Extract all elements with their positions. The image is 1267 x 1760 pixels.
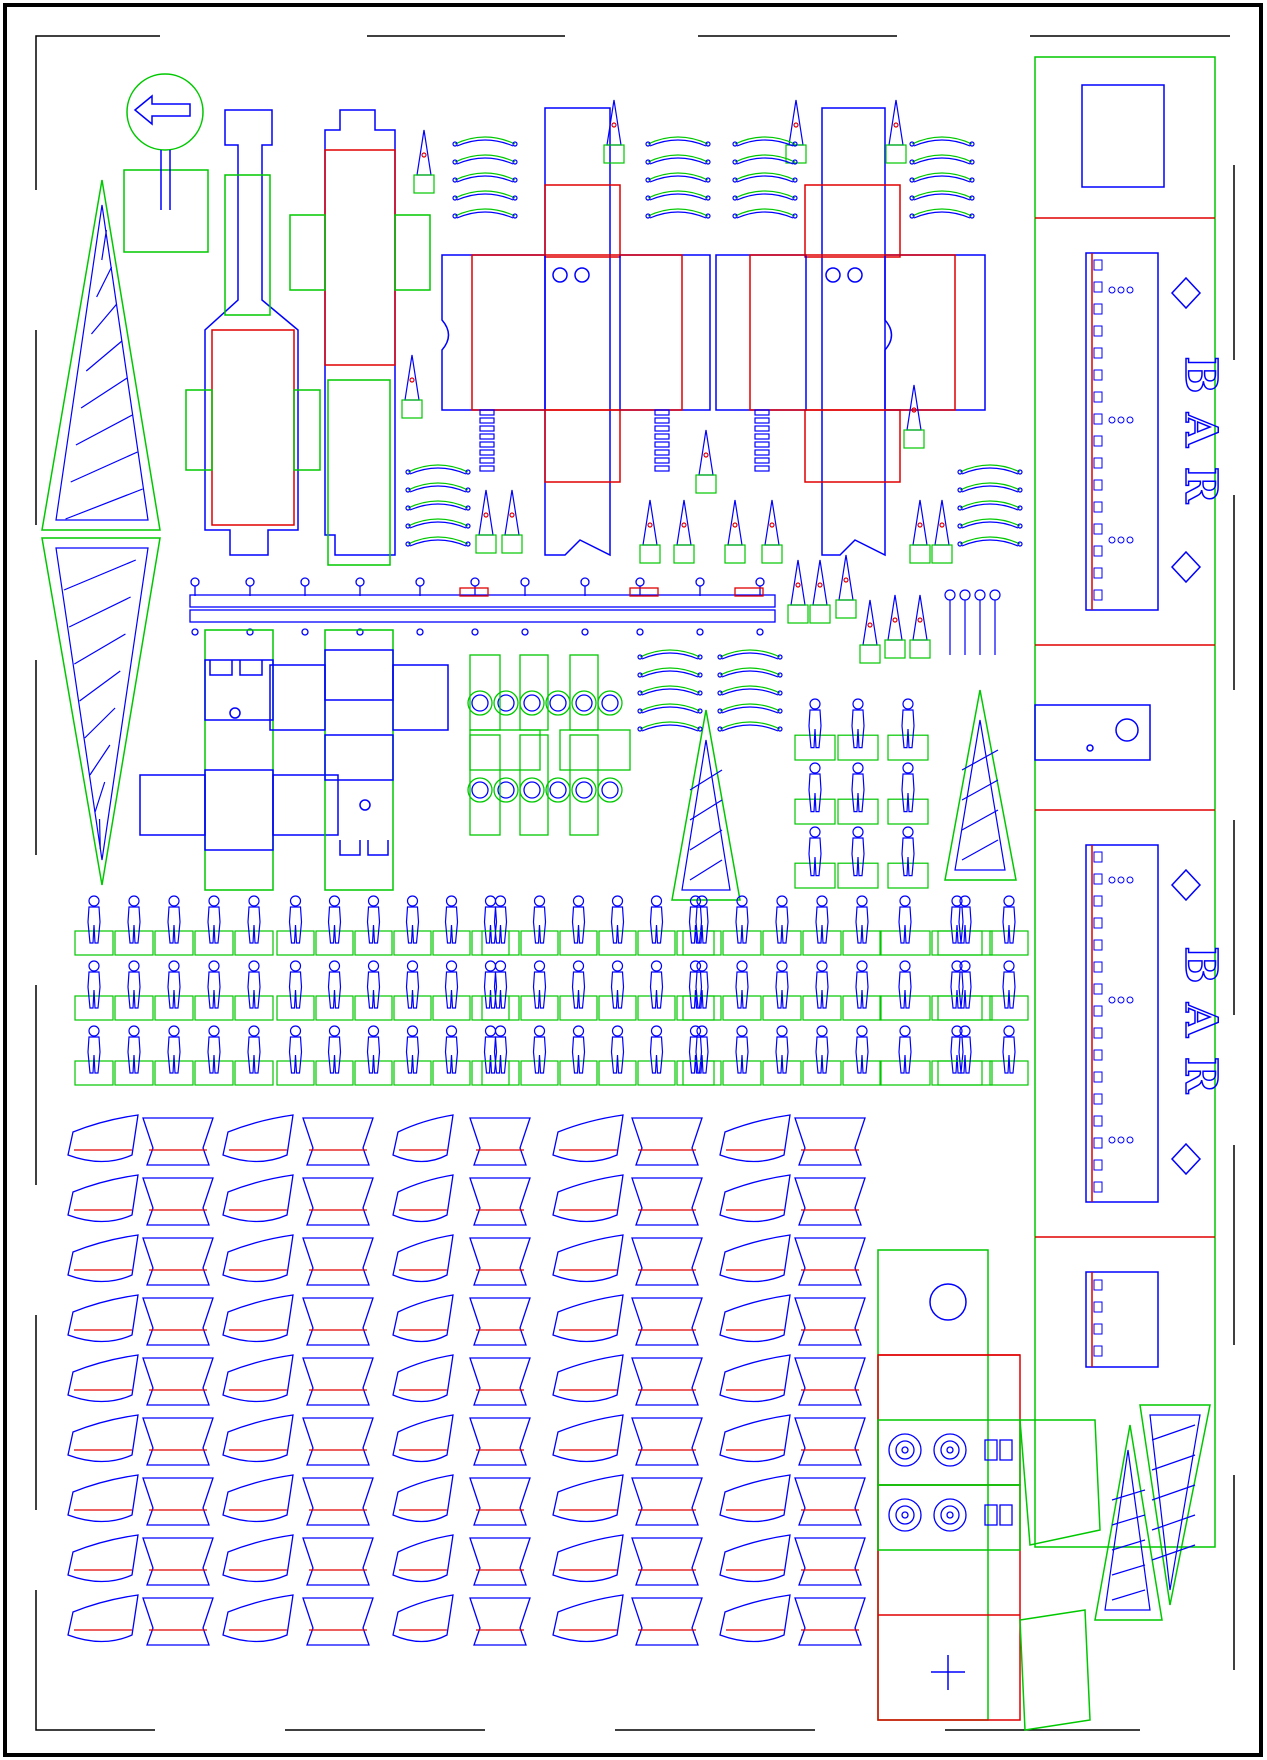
stage-box-left xyxy=(441,107,711,557)
banner-letter-5: A xyxy=(1175,1002,1226,1038)
rail-beam xyxy=(189,577,776,636)
lamp-post-icon xyxy=(401,99,1001,664)
wheel-parts xyxy=(467,654,631,836)
registration-marks xyxy=(35,35,1235,1731)
stage-box-right xyxy=(715,107,986,557)
speaker-icon xyxy=(877,1249,1101,1731)
banner-letter-6: R xyxy=(1175,1057,1226,1094)
sheet-frame xyxy=(3,3,1263,1757)
banner-letter-3: R xyxy=(1175,467,1226,504)
banner-letter-4: B xyxy=(1175,946,1226,983)
bar-banner-column xyxy=(1034,56,1216,1548)
truss-panel-mid xyxy=(671,689,1017,901)
standing-figure-icon xyxy=(74,698,1029,1086)
truck-trailer-parts xyxy=(185,109,431,566)
truss-panel-small xyxy=(1094,1404,1211,1621)
truck-cab-parts xyxy=(139,629,449,891)
bleacher-parts xyxy=(405,136,1023,732)
banner-letter-1: B xyxy=(1175,356,1226,393)
banner-letter-2: A xyxy=(1175,412,1226,448)
seat-pieces xyxy=(67,1114,866,1646)
arrow-left-icon xyxy=(123,73,209,253)
truss-tower-icon xyxy=(41,179,161,886)
